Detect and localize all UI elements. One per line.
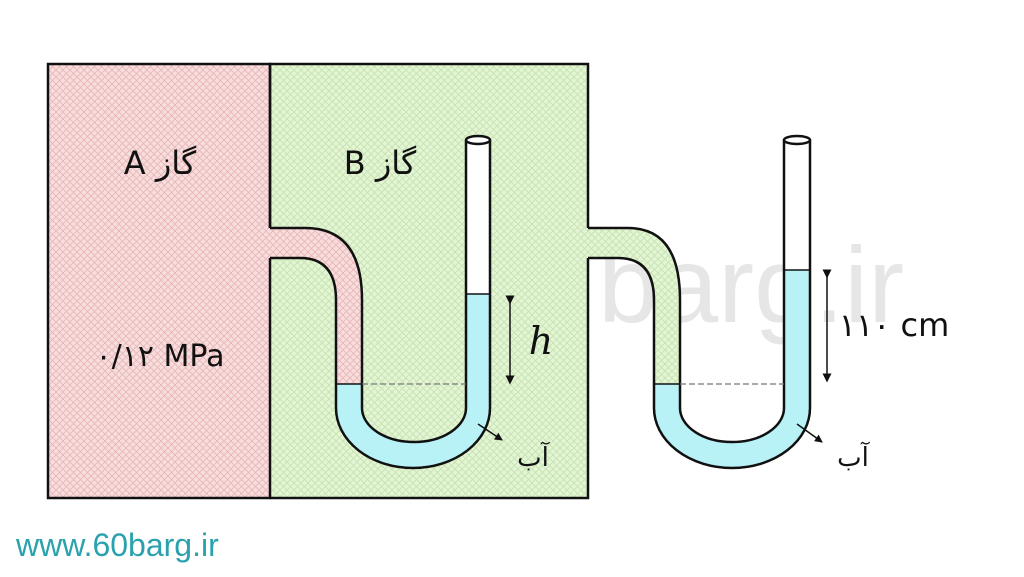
gas-a-pressure: ۰/۱۲ MPa <box>96 339 225 374</box>
website-link[interactable]: www.60barg.ir <box>15 527 219 563</box>
manometer-1-open-leg <box>466 140 490 294</box>
gas-b-label: گاز B <box>344 144 417 182</box>
water-pointer-2 <box>796 423 823 443</box>
chamber-outlines <box>46 62 590 500</box>
height-h-label: h <box>529 319 553 363</box>
water-label-2: آب <box>837 441 870 473</box>
manometer-1-outline <box>270 134 492 470</box>
manometer-2-outline <box>588 134 812 470</box>
gas-a-chamber <box>48 64 270 498</box>
gas-b-chamber <box>270 64 588 498</box>
manometer-1-water <box>336 294 490 468</box>
manometer-2-open-leg <box>784 140 810 270</box>
tube-1-gas-section <box>270 228 362 384</box>
water-pointer-1 <box>477 423 503 441</box>
tube-2-gas-section <box>588 228 680 384</box>
height-110cm-label: ۱۱۰ cm <box>839 306 950 344</box>
manometer-2-water <box>654 270 810 468</box>
gas-a-label: گاز A <box>124 144 197 182</box>
water-label-1: آب <box>517 441 550 473</box>
